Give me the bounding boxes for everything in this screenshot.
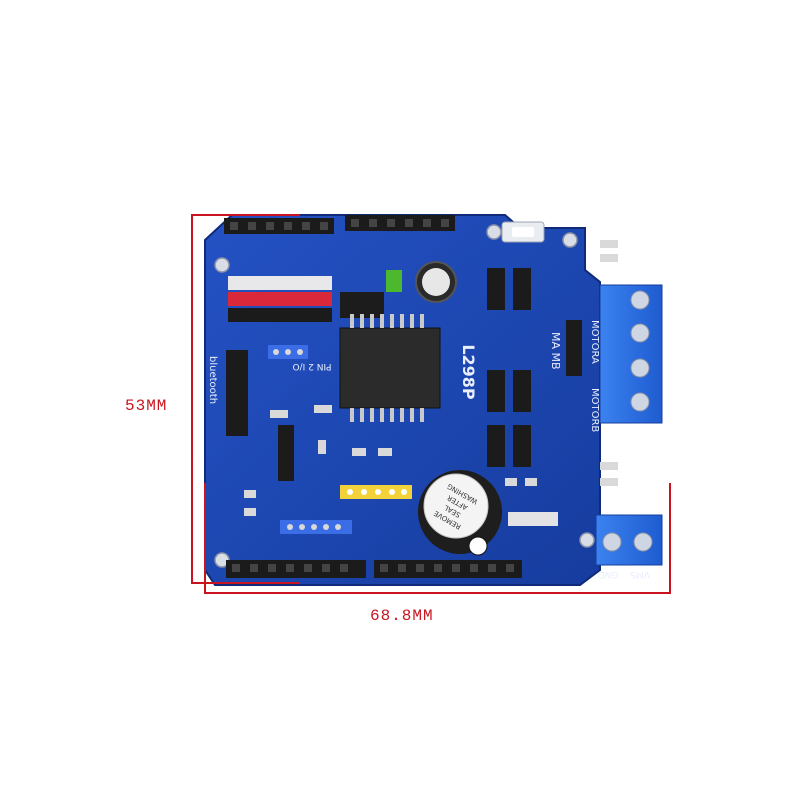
gnd-label: GND bbox=[598, 569, 619, 579]
ping-header bbox=[340, 485, 412, 499]
analog-header bbox=[224, 218, 334, 234]
bt2-header bbox=[278, 425, 294, 481]
shift-register-chip bbox=[340, 292, 384, 318]
servo-header bbox=[508, 512, 558, 526]
power-terminal-block bbox=[595, 514, 663, 566]
dimension-lines bbox=[191, 214, 671, 594]
pin2-io-header bbox=[268, 345, 308, 359]
width-dimension-label: 68.8MM bbox=[370, 607, 434, 625]
width-bracket bbox=[204, 483, 671, 594]
l298p-chip bbox=[339, 314, 441, 422]
digital-header-bottom bbox=[226, 560, 522, 578]
power-header bbox=[345, 215, 455, 231]
buzzer bbox=[418, 470, 502, 556]
diode-array bbox=[487, 268, 531, 467]
bluetooth-label: bluetooth bbox=[207, 356, 218, 404]
reset-button bbox=[501, 221, 545, 243]
green-jumper bbox=[386, 270, 402, 292]
vms-label: VMS bbox=[630, 569, 650, 579]
smd-components bbox=[244, 240, 618, 516]
ma-mb-label: MA MB bbox=[549, 332, 562, 370]
analog-pin-block bbox=[228, 276, 332, 322]
height-bracket bbox=[191, 214, 300, 584]
pin2io-label: PIN 2 I/O bbox=[292, 361, 331, 371]
motor-terminal-block bbox=[599, 284, 663, 424]
chip-label: L298P bbox=[459, 344, 478, 400]
height-dimension-label: 53MM bbox=[125, 397, 168, 415]
digital-io-header bbox=[280, 520, 352, 534]
bluetooth-header bbox=[226, 350, 248, 436]
motor-b-label: MOTORB bbox=[589, 388, 600, 432]
motor-a-label: MOTORA bbox=[589, 320, 600, 364]
ma-mb-header bbox=[566, 320, 582, 376]
